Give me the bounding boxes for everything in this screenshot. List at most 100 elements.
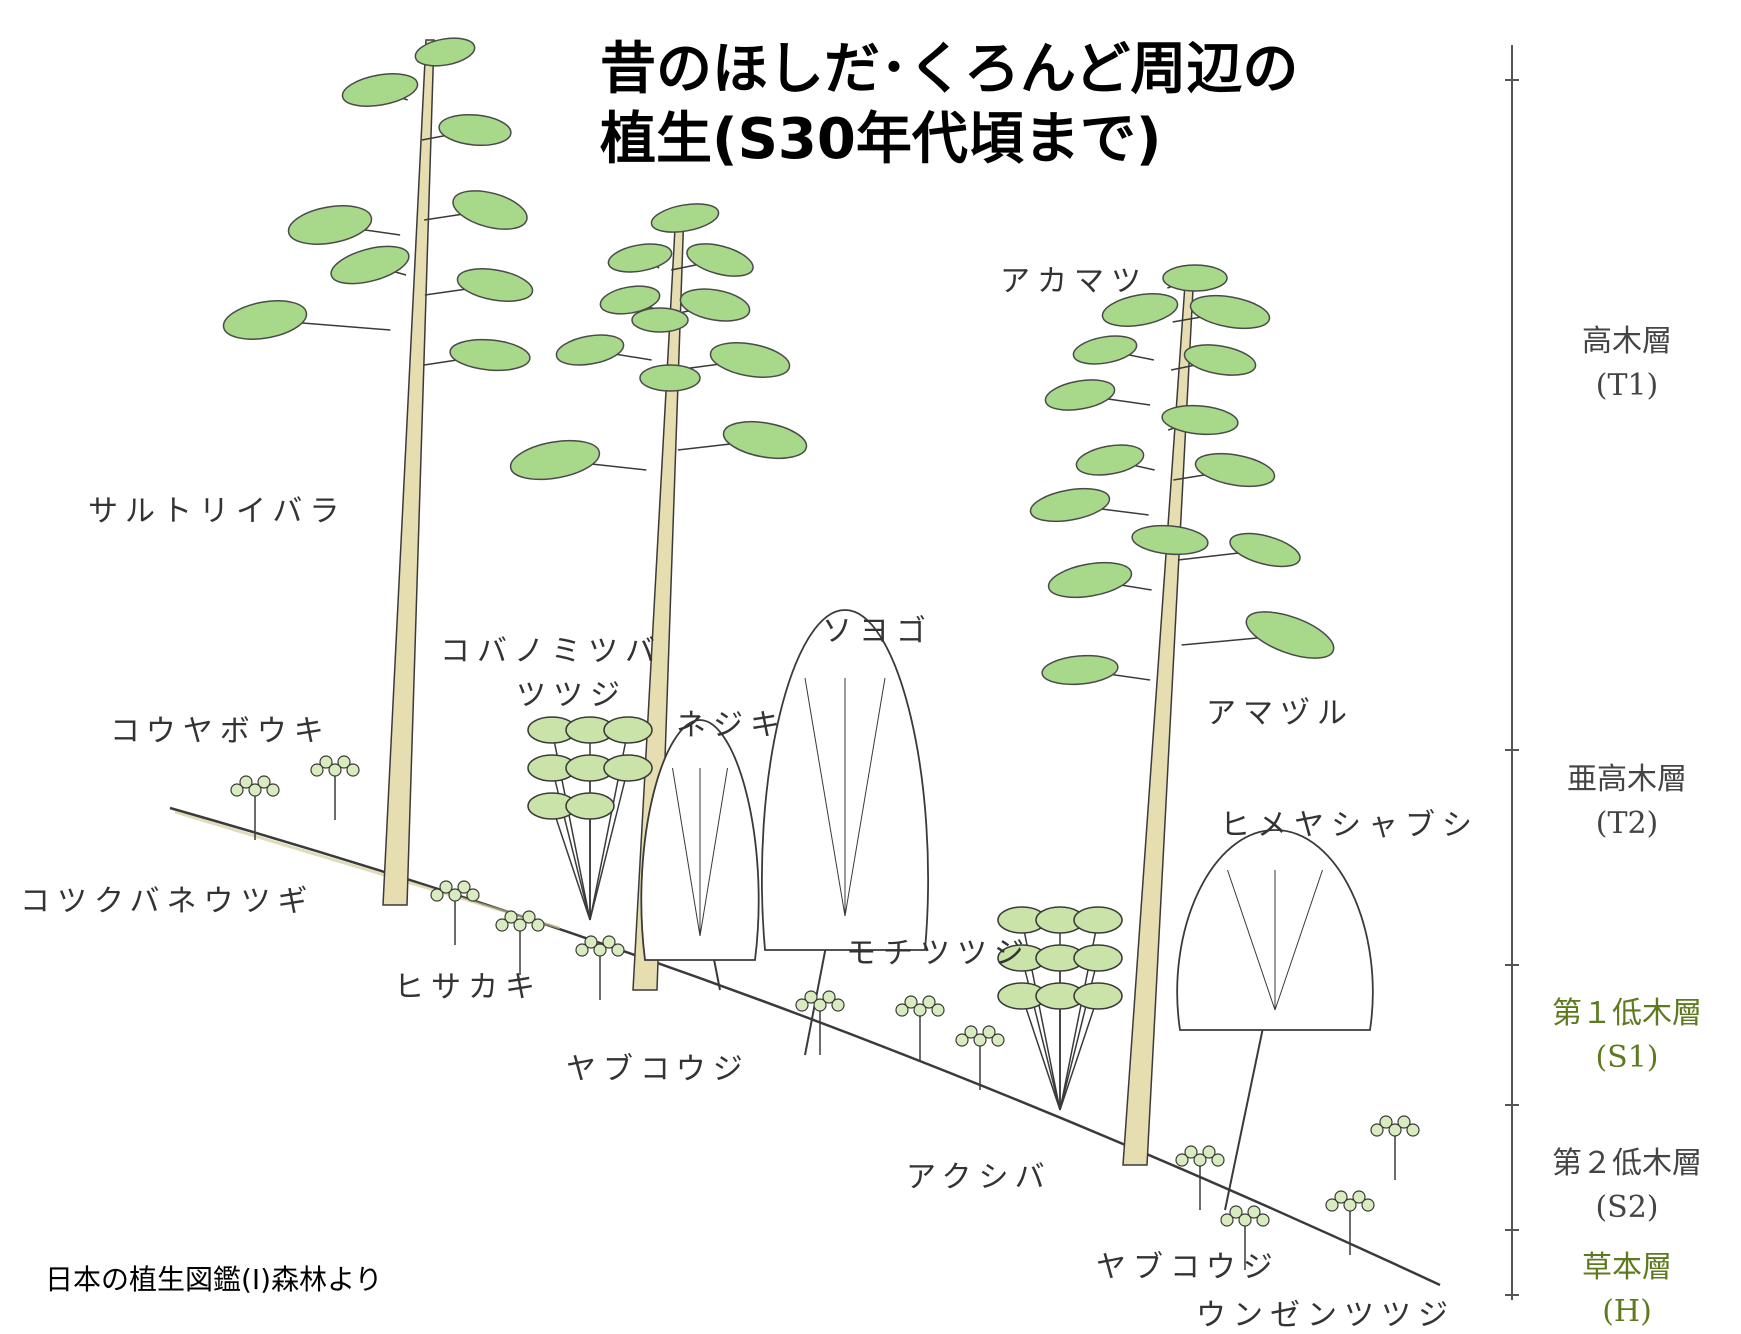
title-line-2: 植生(S30年代頃まで) bbox=[600, 107, 1162, 172]
small-shrub-6-leaf bbox=[922, 995, 936, 1009]
pine-tree-left-foliage bbox=[438, 113, 512, 147]
pine-tree-middle-foliage bbox=[650, 203, 720, 233]
pine-tree-middle bbox=[509, 203, 808, 991]
pine-tree-right-foliage bbox=[1044, 379, 1116, 411]
small-shrub-11 bbox=[1220, 1205, 1270, 1270]
label-kobanomitsuba-1: コバノミツバ bbox=[440, 634, 662, 669]
layer-s1: 第１低木層 (S1) bbox=[1522, 992, 1732, 1080]
label-akamatsu: アカマツ bbox=[1000, 264, 1148, 299]
small-shrub-2-leaf bbox=[457, 880, 471, 894]
source-credit: 日本の植生図鑑(Ⅰ)森林より bbox=[45, 1263, 383, 1296]
pine-tree-right-foliage bbox=[1029, 487, 1111, 523]
pine-tree-right-foliage bbox=[1183, 344, 1257, 376]
label-nejiki: ネジキ bbox=[676, 708, 787, 743]
pine-tree-right-foliage bbox=[1072, 335, 1138, 365]
layer-s1-name: 第１低木層 bbox=[1552, 996, 1702, 1031]
nejiki-tree-branch bbox=[672, 767, 701, 937]
kobanomitsuba-shrub-leaf bbox=[565, 792, 615, 820]
small-shrub-9-leaf bbox=[1325, 1198, 1339, 1212]
small-shrub-11-leaf bbox=[1238, 1213, 1252, 1227]
pine-tree-left-foliage bbox=[452, 190, 528, 230]
layer-t2-code: (T2) bbox=[1595, 806, 1659, 841]
small-shrub-0-leaf bbox=[248, 783, 262, 797]
small-shrub-6-leaf bbox=[895, 1003, 909, 1017]
pine-tree-middle-foliage bbox=[631, 307, 689, 333]
label-yabukouji-2: ヤブコウジ bbox=[1096, 1250, 1280, 1285]
label-unzentsutsuji: ウンゼンツツジ bbox=[1196, 1298, 1455, 1333]
mochitsutsuji-shrub-stem bbox=[1059, 957, 1099, 1111]
small-shrub-5-leaf bbox=[822, 990, 836, 1004]
small-shrub-0-leaf bbox=[239, 775, 253, 789]
small-shrub-7-leaf bbox=[973, 1033, 987, 1047]
small-shrub-8-leaf bbox=[1193, 1153, 1207, 1167]
small-shrub-1-leaf bbox=[328, 763, 342, 777]
small-shrub-11-leaf bbox=[1229, 1205, 1243, 1219]
pine-tree-right-foliage bbox=[1041, 654, 1119, 686]
small-shrub-9-leaf bbox=[1334, 1190, 1348, 1204]
label-soyogo: ソヨゴ bbox=[822, 614, 933, 649]
nejiki-tree-branch bbox=[699, 767, 728, 937]
mochitsutsuji-shrub bbox=[997, 906, 1123, 1111]
small-shrub-3 bbox=[495, 910, 545, 975]
pine-tree-right-foliage bbox=[1161, 404, 1239, 436]
small-shrub-5-leaf bbox=[813, 998, 827, 1012]
pine-tree-left-foliage bbox=[414, 37, 476, 67]
small-shrub-10-leaf bbox=[1370, 1123, 1384, 1137]
himeyashabushi-tree-branch bbox=[1274, 869, 1323, 1011]
soyogo-tree-branch bbox=[804, 677, 846, 917]
small-shrub-2-leaf bbox=[439, 880, 453, 894]
pine-tree-right-foliage bbox=[1047, 561, 1133, 599]
small-shrub-1 bbox=[310, 755, 360, 820]
small-shrub-4-leaf bbox=[602, 935, 616, 949]
small-shrub-10-leaf bbox=[1406, 1123, 1420, 1137]
pine-tree-right-foliage bbox=[1075, 444, 1145, 476]
label-kobanomitsuba-2: ツツジ bbox=[516, 678, 627, 713]
small-shrub-0-leaf bbox=[257, 775, 271, 789]
mochitsutsuji-shrub-stem bbox=[1059, 995, 1099, 1111]
label-himeyashabushi: ヒメヤシャブシ bbox=[1220, 808, 1479, 843]
small-shrub-10 bbox=[1370, 1115, 1420, 1180]
layer-t1: 高木層 (T1) bbox=[1522, 320, 1732, 408]
mochitsutsuji-shrub-leaf bbox=[1073, 982, 1123, 1010]
small-shrub-6-leaf bbox=[904, 995, 918, 1009]
label-mochitsutsuji: モチツツジ bbox=[846, 936, 1031, 971]
pine-tree-left-foliage bbox=[456, 268, 534, 302]
kobanomitsuba-shrub-stem bbox=[589, 767, 629, 921]
small-shrub-5-leaf bbox=[804, 990, 818, 1004]
ground-slope-shade bbox=[174, 810, 561, 930]
layer-s2-name: 第２低木層 bbox=[1552, 1146, 1702, 1181]
small-shrub-4-leaf bbox=[593, 943, 607, 957]
pine-tree-left-foliage bbox=[222, 300, 308, 340]
small-shrub-9-leaf bbox=[1361, 1198, 1375, 1212]
pine-tree-left-foliage bbox=[449, 338, 531, 372]
small-shrub-10-leaf bbox=[1379, 1115, 1393, 1129]
label-akushiba: アクシバ bbox=[906, 1160, 1052, 1195]
small-shrub-0-leaf bbox=[266, 783, 280, 797]
small-shrub-3-leaf bbox=[513, 918, 527, 932]
small-shrub-8-leaf bbox=[1175, 1153, 1189, 1167]
pine-tree-left bbox=[222, 37, 534, 906]
shrub-group bbox=[230, 716, 1420, 1270]
layer-s2: 第２低木層 (S2) bbox=[1522, 1142, 1732, 1230]
small-shrub-11-leaf bbox=[1256, 1213, 1270, 1227]
small-shrub-2-leaf bbox=[430, 888, 444, 902]
small-shrub-8-leaf bbox=[1211, 1153, 1225, 1167]
pine-tree-middle-foliage bbox=[639, 364, 701, 392]
small-shrub-2-leaf bbox=[466, 888, 480, 902]
small-shrub-4-leaf bbox=[611, 943, 625, 957]
small-shrub-7-leaf bbox=[982, 1025, 996, 1039]
title-line-1: 昔のほしだ･くろんど周辺の bbox=[600, 37, 1299, 102]
small-shrub-2-leaf bbox=[448, 888, 462, 902]
small-shrub-3-leaf bbox=[531, 918, 545, 932]
pine-tree-right-foliage bbox=[1162, 264, 1228, 292]
mochitsutsuji-shrub-leaf bbox=[1073, 906, 1123, 934]
small-shrub-6 bbox=[895, 995, 945, 1060]
layer-t1-name: 高木層 bbox=[1582, 324, 1672, 359]
label-yabukouji-1: ヤブコウジ bbox=[566, 1052, 750, 1087]
layer-t1-code: (T1) bbox=[1595, 368, 1659, 403]
small-shrub-0 bbox=[230, 775, 280, 840]
layer-t2: 亜高木層 (T2) bbox=[1522, 758, 1732, 846]
himeyashabushi-tree-branch bbox=[1227, 869, 1276, 1011]
small-shrub-5 bbox=[795, 990, 845, 1055]
